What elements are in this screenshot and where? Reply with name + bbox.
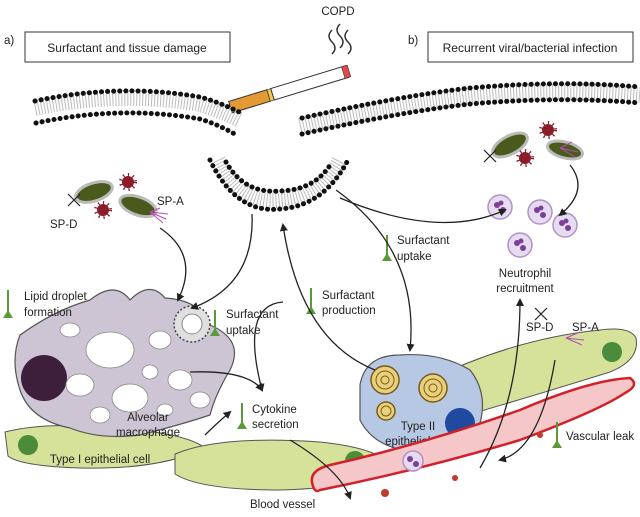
vascular-leak-label: Vascular leak (566, 431, 634, 443)
panel-a-heading: Surfactant and tissue damage (47, 41, 207, 55)
neutrophil-label-1: Neutrophil (499, 268, 551, 280)
type2-label-1: Type II (401, 421, 436, 433)
surf-uptake-left-2: uptake (226, 325, 261, 337)
alveolar-membrane (32, 81, 640, 212)
alveolar-label-1: Alveolar (127, 412, 169, 424)
panel-b-letter: b) (408, 35, 418, 47)
up-arrow-icon (3, 235, 562, 448)
lipid-label-1: Lipid droplet (24, 291, 87, 303)
alveolar-label-2: macrophage (116, 427, 180, 439)
neutrophils (487, 194, 578, 258)
surf-uptake-left-1: Surfactant (226, 309, 279, 321)
type1-label: Type I epithelial cell (50, 454, 150, 466)
sp-a-icon (149, 207, 169, 224)
panel-a-box (24, 31, 231, 63)
sp-a-label-right: SP-A (572, 322, 599, 334)
sp-d-label-left: SP-D (50, 219, 77, 231)
bacteria-left (74, 180, 158, 219)
virus-icon (94, 173, 137, 219)
bacteria-right (491, 131, 585, 161)
alveolar-macrophage (14, 288, 236, 438)
flow-arrows (159, 164, 579, 500)
blood-vessel (310, 376, 636, 497)
cigarette-icon (228, 23, 352, 114)
sp-d-icon (483, 149, 497, 163)
panel-b-heading: Recurrent viral/bacterial infection (443, 41, 618, 55)
neutrophil-label-2: recruitment (496, 283, 554, 295)
cytokine-label-1: Cytokine (252, 404, 297, 416)
surf-uptake-right-1: Surfactant (397, 235, 450, 247)
lipid-label-2: formation (24, 307, 72, 319)
type2-epithelial-cell (359, 353, 484, 453)
panel-b-box (427, 31, 634, 63)
surf-production-1: Surfactant (322, 290, 375, 302)
surf-production-2: production (322, 305, 376, 317)
sp-a-icon (565, 331, 585, 346)
virus-icon (516, 121, 557, 167)
sp-d-label-right: SP-D (526, 322, 553, 334)
sp-d-icon (534, 307, 548, 321)
surf-uptake-right-2: uptake (397, 251, 432, 263)
sp-a-label-left: SP-A (157, 196, 184, 208)
sp-a-icon (559, 141, 579, 158)
cytokine-label-2: secretion (252, 419, 299, 431)
blood-vessel-label: Blood vessel (250, 499, 315, 511)
sp-d-icon (67, 193, 81, 207)
panel-a-letter: a) (4, 35, 14, 47)
title: COPD (321, 6, 354, 18)
